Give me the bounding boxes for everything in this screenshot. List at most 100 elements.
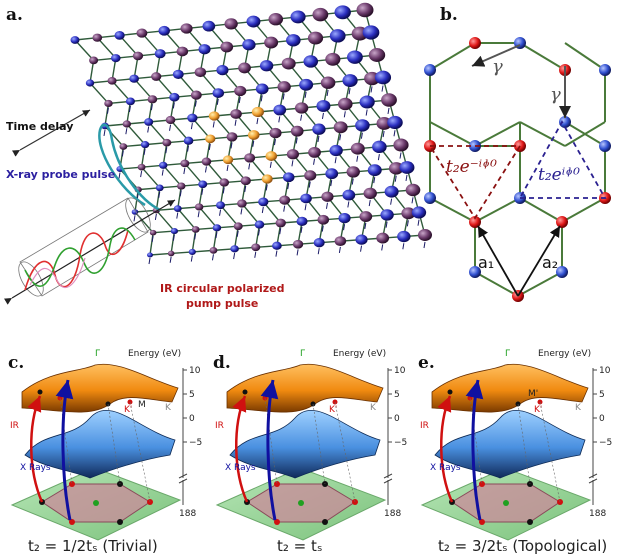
spin-arrow bbox=[370, 86, 373, 93]
lattice-atom bbox=[85, 79, 95, 87]
lattice-bond bbox=[162, 164, 182, 187]
lattice-atom bbox=[290, 10, 306, 24]
spin-arrow bbox=[190, 255, 193, 262]
spin-arrow bbox=[282, 93, 285, 100]
lattice-atoms bbox=[70, 2, 432, 265]
time-delay-arrow bbox=[11, 109, 91, 157]
time-delay-label: Time delay bbox=[6, 120, 73, 133]
lattice-atom bbox=[248, 130, 260, 140]
hex-edge bbox=[474, 121, 521, 147]
ir-pump-label-line2: pump pulse bbox=[186, 297, 258, 310]
lattice-atom bbox=[290, 125, 304, 137]
a1-label: a₁ bbox=[478, 253, 494, 272]
symmetry-point-label: Γ bbox=[505, 349, 510, 359]
lattice-atom bbox=[132, 51, 144, 61]
lattice-atom bbox=[325, 168, 339, 180]
band-point bbox=[242, 389, 248, 395]
lattice-atom bbox=[251, 243, 261, 252]
lattice-atom bbox=[180, 159, 190, 168]
conduction-band-surface bbox=[226, 363, 384, 413]
lattice-bond bbox=[198, 206, 218, 229]
lattice-atom bbox=[308, 146, 321, 158]
spin-arrow bbox=[393, 130, 396, 137]
lattice-atom bbox=[362, 25, 380, 40]
sublattice-a-node bbox=[556, 216, 568, 228]
xray-excitation-arrow bbox=[55, 379, 74, 521]
lattice-atom bbox=[198, 180, 208, 189]
spin-arrow bbox=[343, 111, 346, 118]
spin-arrow bbox=[385, 221, 388, 228]
lattice-atom bbox=[110, 54, 121, 63]
bz-corner-point bbox=[479, 519, 485, 525]
spin-arrow bbox=[238, 96, 241, 104]
energy-tick-label: 0 bbox=[394, 414, 400, 424]
spin-arrow bbox=[334, 157, 337, 164]
lattice-atom bbox=[137, 163, 146, 171]
band-panel-caption: t₂ = tₛ bbox=[277, 537, 322, 555]
spin-arrow bbox=[248, 163, 251, 170]
band-point bbox=[37, 389, 43, 395]
lattice-atom bbox=[244, 153, 256, 163]
lattice-atom bbox=[258, 197, 269, 207]
lattice-atom bbox=[334, 236, 347, 247]
spin-arrow bbox=[390, 198, 393, 205]
energy-tick-label: −5 bbox=[599, 438, 612, 448]
lattice-atom bbox=[401, 207, 416, 220]
lattice-atom bbox=[321, 191, 334, 202]
spin-arrow bbox=[381, 244, 384, 251]
lattice-atom bbox=[355, 119, 370, 132]
lattice-atom bbox=[202, 20, 216, 32]
lattice-atom bbox=[380, 209, 394, 221]
xray-probe-label: X-ray probe pulse bbox=[6, 168, 115, 181]
spin-arrow bbox=[304, 204, 307, 211]
bz-corner-point bbox=[274, 519, 280, 525]
spin-arrow bbox=[377, 154, 380, 161]
bz-corner-point bbox=[322, 519, 328, 525]
lattice-atom bbox=[333, 121, 348, 134]
triangle-right bbox=[518, 120, 607, 199]
axis-break bbox=[178, 478, 188, 484]
lattice-bond bbox=[241, 203, 261, 226]
hex-edge bbox=[519, 121, 566, 147]
lattice-bond bbox=[191, 229, 197, 253]
spin-arrow bbox=[308, 181, 311, 188]
lattice-atom bbox=[129, 74, 139, 83]
lattice-atom bbox=[376, 232, 390, 244]
sublattice-a-node bbox=[469, 216, 481, 228]
spin-arrow bbox=[278, 116, 281, 123]
lattice-atom bbox=[149, 229, 157, 236]
gamma-label-right: γ bbox=[550, 84, 561, 105]
hex-edge bbox=[474, 197, 521, 223]
lattice-atom bbox=[255, 83, 269, 95]
hex-edge bbox=[429, 121, 476, 147]
lattice-atom bbox=[177, 182, 186, 190]
spin-arrow bbox=[233, 252, 236, 260]
lattice-atom bbox=[104, 99, 113, 108]
lattice-atom bbox=[220, 41, 234, 53]
spin-arrow bbox=[300, 226, 303, 233]
bz-center-point bbox=[503, 500, 509, 506]
conduction-band-surface bbox=[21, 363, 179, 413]
bz-center-point bbox=[298, 500, 304, 506]
spin-arrow bbox=[140, 170, 143, 178]
spin-arrow bbox=[256, 117, 259, 125]
sublattice-b-node bbox=[559, 116, 571, 128]
lattice-bond bbox=[74, 39, 95, 61]
ir-pump-label-line1: IR circular polarized bbox=[160, 282, 284, 295]
projection-line bbox=[469, 397, 483, 485]
spin-arrow bbox=[169, 124, 172, 131]
spin-arrow bbox=[197, 211, 200, 218]
spin-arrow bbox=[321, 225, 324, 232]
lattice-bond bbox=[140, 144, 146, 168]
xray-label: X Rays bbox=[225, 463, 256, 473]
panel-b: b. γ γ t₂e⁻ⁱᶲ⁰ t₂eⁱᶲ⁰ a₁ a₂ bbox=[424, 5, 611, 302]
lattice-atom bbox=[286, 34, 301, 47]
projection-line bbox=[264, 397, 278, 485]
spin-arrow bbox=[326, 89, 329, 97]
spin-arrow bbox=[204, 166, 207, 173]
energy-tick-label: 0 bbox=[599, 414, 605, 424]
lattice-atom bbox=[158, 25, 170, 36]
symmetry-point-label: M' bbox=[528, 389, 538, 399]
graphene-lattice bbox=[70, 2, 432, 265]
